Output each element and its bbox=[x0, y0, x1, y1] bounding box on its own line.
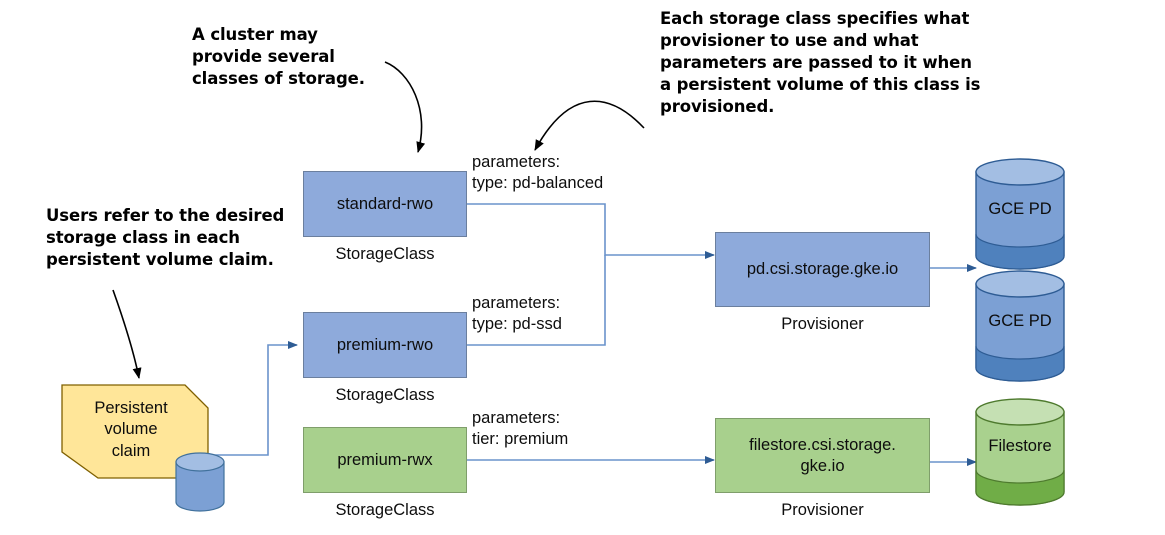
storage-class-standard-rwo-label: standard-rwo bbox=[336, 194, 434, 213]
storage-class-standard-rwo[interactable]: standard-rwo bbox=[303, 171, 467, 237]
storage-class-premium-rwx-label: premium-rwx bbox=[337, 450, 433, 469]
leader-line-storage-class-specifies bbox=[534, 100, 645, 151]
provisioner-filestore-csi-label: filestore.csi.storage. gke.io bbox=[749, 435, 896, 475]
storage-class-premium-rwo-label: premium-rwo bbox=[336, 335, 434, 354]
storage-class-premium-rwx[interactable]: premium-rwx bbox=[303, 427, 467, 493]
provisioner-pd-csi-label: pd.csi.storage.gke.io bbox=[746, 260, 899, 279]
provisioner-pd-csi[interactable]: pd.csi.storage.gke.io bbox=[715, 232, 930, 307]
provisioner-filestore-csi-kind: Provisioner bbox=[781, 501, 864, 519]
parameters-standard-rwo: parameters: type: pd-balanced bbox=[472, 153, 604, 193]
connector-pvc-to-premium-rwo bbox=[209, 341, 298, 456]
callout-users-refer: Users refer to the desired storage class… bbox=[46, 206, 285, 269]
pvc-label: Persistent volume claim bbox=[94, 399, 168, 460]
parameters-premium-rwx: parameters: tier: premium bbox=[472, 409, 569, 449]
volume-label-gce-pd-2: GCE PD bbox=[988, 312, 1052, 330]
volume-label-gce-pd-1: GCE PD bbox=[988, 200, 1052, 218]
storage-class-premium-rwo[interactable]: premium-rwo bbox=[303, 312, 467, 378]
parameters-premium-rwo: parameters: type: pd-ssd bbox=[472, 294, 562, 334]
storage-class-standard-rwo-kind: StorageClass bbox=[335, 245, 435, 263]
provisioner-filestore-csi[interactable]: filestore.csi.storage. gke.io bbox=[715, 418, 930, 493]
connector-standard-rwo-to-provisioner bbox=[467, 203, 715, 259]
storage-class-premium-rwo-kind: StorageClass bbox=[335, 386, 435, 404]
provisioner-pd-csi-kind: Provisioner bbox=[781, 315, 864, 333]
volume-label-filestore: Filestore bbox=[988, 437, 1052, 455]
callout-cluster-classes: A cluster may provide several classes of… bbox=[192, 25, 365, 88]
storage-class-premium-rwx-kind: StorageClass bbox=[335, 501, 435, 519]
leader-line-users-refer bbox=[112, 289, 142, 379]
callout-storage-class-specifies: Each storage class specifies what provis… bbox=[660, 9, 981, 116]
